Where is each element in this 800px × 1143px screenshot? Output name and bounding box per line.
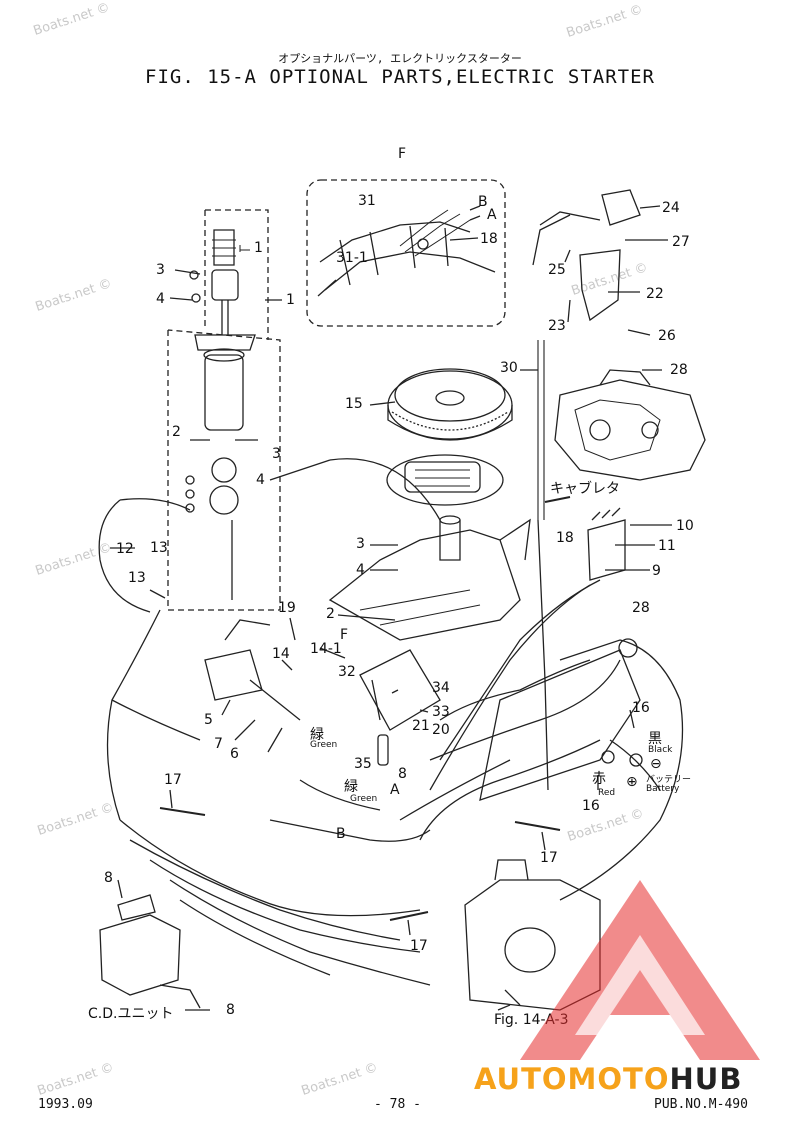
footer-date: 1993.09: [38, 1097, 93, 1112]
cd-unit: [99, 914, 181, 996]
label-2: 2: [326, 606, 335, 622]
brand-hub: HUB: [669, 1062, 743, 1096]
label-17: 17: [540, 850, 558, 866]
page-title: FIG. 15-A OPTIONAL PARTS,ELECTRIC STARTE…: [145, 66, 655, 88]
label-13: 13: [128, 570, 146, 586]
label-32: 32: [338, 664, 356, 680]
automotohub-wordmark: AUTOMOTOHUB: [474, 1062, 742, 1096]
label-red: Red: [598, 788, 616, 798]
rectifier: [587, 519, 626, 581]
brand-auto: AUTO: [474, 1062, 568, 1096]
label-carburetor: キャブレタ: [550, 481, 620, 497]
label-15: 15: [345, 396, 363, 412]
label-19: 19: [278, 600, 296, 616]
label-1: 1: [254, 240, 263, 256]
label-16: 16: [632, 700, 650, 716]
label-b: B: [478, 194, 488, 210]
label-24: 24: [662, 200, 680, 216]
label-plus: ⊕: [626, 774, 638, 790]
label-8: 8: [398, 766, 407, 782]
label-23: 23: [548, 318, 566, 334]
label-4: 4: [356, 562, 365, 578]
label-35: 35: [354, 756, 372, 772]
label-green-jp: 緑: [344, 779, 358, 795]
label-18: 18: [480, 231, 498, 247]
stator: [386, 454, 504, 506]
label-21: 21: [412, 718, 430, 734]
carburetor: [554, 379, 706, 481]
footer-publication-number: PUB.NO.M-490: [654, 1097, 748, 1112]
label-1: 1: [286, 292, 295, 308]
label-5: 5: [204, 712, 213, 728]
label-28: 28: [632, 600, 650, 616]
label-17: 17: [410, 938, 428, 954]
label-8: 8: [104, 870, 113, 886]
label-7: 7: [214, 736, 223, 752]
label-30: 30: [500, 360, 518, 376]
label-27: 27: [672, 234, 690, 250]
label-6: 6: [230, 746, 239, 762]
label-green: Green: [350, 794, 378, 804]
label-17: 17: [164, 772, 182, 788]
label-26: 26: [658, 328, 676, 344]
label-12: 12: [116, 541, 134, 557]
label-a: A: [487, 207, 497, 223]
title-japanese: オプショナルパーツ, エレクトリックスターター: [278, 52, 522, 65]
label-f: F: [340, 627, 349, 643]
footer-page-number: - 78 -: [374, 1097, 421, 1112]
label-cd-unit: C.D.ユニット: [88, 1006, 174, 1022]
label-red-jp: 赤: [592, 771, 606, 787]
label-10: 10: [676, 518, 694, 534]
label-14-1: 14-1: [310, 641, 342, 657]
label-14: 14: [272, 646, 290, 662]
label-black: Black: [648, 745, 673, 755]
label-28: 28: [670, 362, 688, 378]
label-22: 22: [646, 286, 664, 302]
starter-motor-body: [204, 354, 244, 431]
label-34: 34: [432, 680, 450, 696]
label-20: 20: [432, 722, 450, 738]
label-31-1: 31-1: [336, 250, 368, 266]
fuel-tank: [479, 649, 641, 801]
label-b: B: [336, 826, 346, 842]
label-2: 2: [172, 424, 181, 440]
label-f: F: [398, 146, 407, 162]
label-battery: Battery: [646, 784, 680, 794]
label-battery-jp: バッテリー: [646, 775, 692, 785]
label-18: 18: [556, 530, 574, 546]
label-25: 25: [548, 262, 566, 278]
label-black-jp: 黒: [648, 731, 662, 747]
inset-f-box: [306, 179, 506, 327]
automotohub-logo: [520, 880, 760, 1060]
label-a: A: [390, 782, 400, 798]
label-3: 3: [272, 446, 281, 462]
label-31: 31: [358, 193, 376, 209]
label-3: 3: [156, 262, 165, 278]
label-16: 16: [582, 798, 600, 814]
label-9: 9: [652, 563, 661, 579]
label-4: 4: [156, 291, 165, 307]
label-green-jp: 緑: [310, 727, 324, 743]
label-4: 4: [256, 472, 265, 488]
label-green: Green: [310, 740, 338, 750]
label-11: 11: [658, 538, 676, 554]
label-8: 8: [226, 1002, 235, 1018]
label-3: 3: [356, 536, 365, 552]
label-33: 33: [432, 704, 450, 720]
solenoid: [204, 649, 263, 701]
label-minus: ⊖: [650, 756, 662, 772]
label-13: 13: [150, 540, 168, 556]
brand-moto: MOTO: [567, 1062, 670, 1096]
